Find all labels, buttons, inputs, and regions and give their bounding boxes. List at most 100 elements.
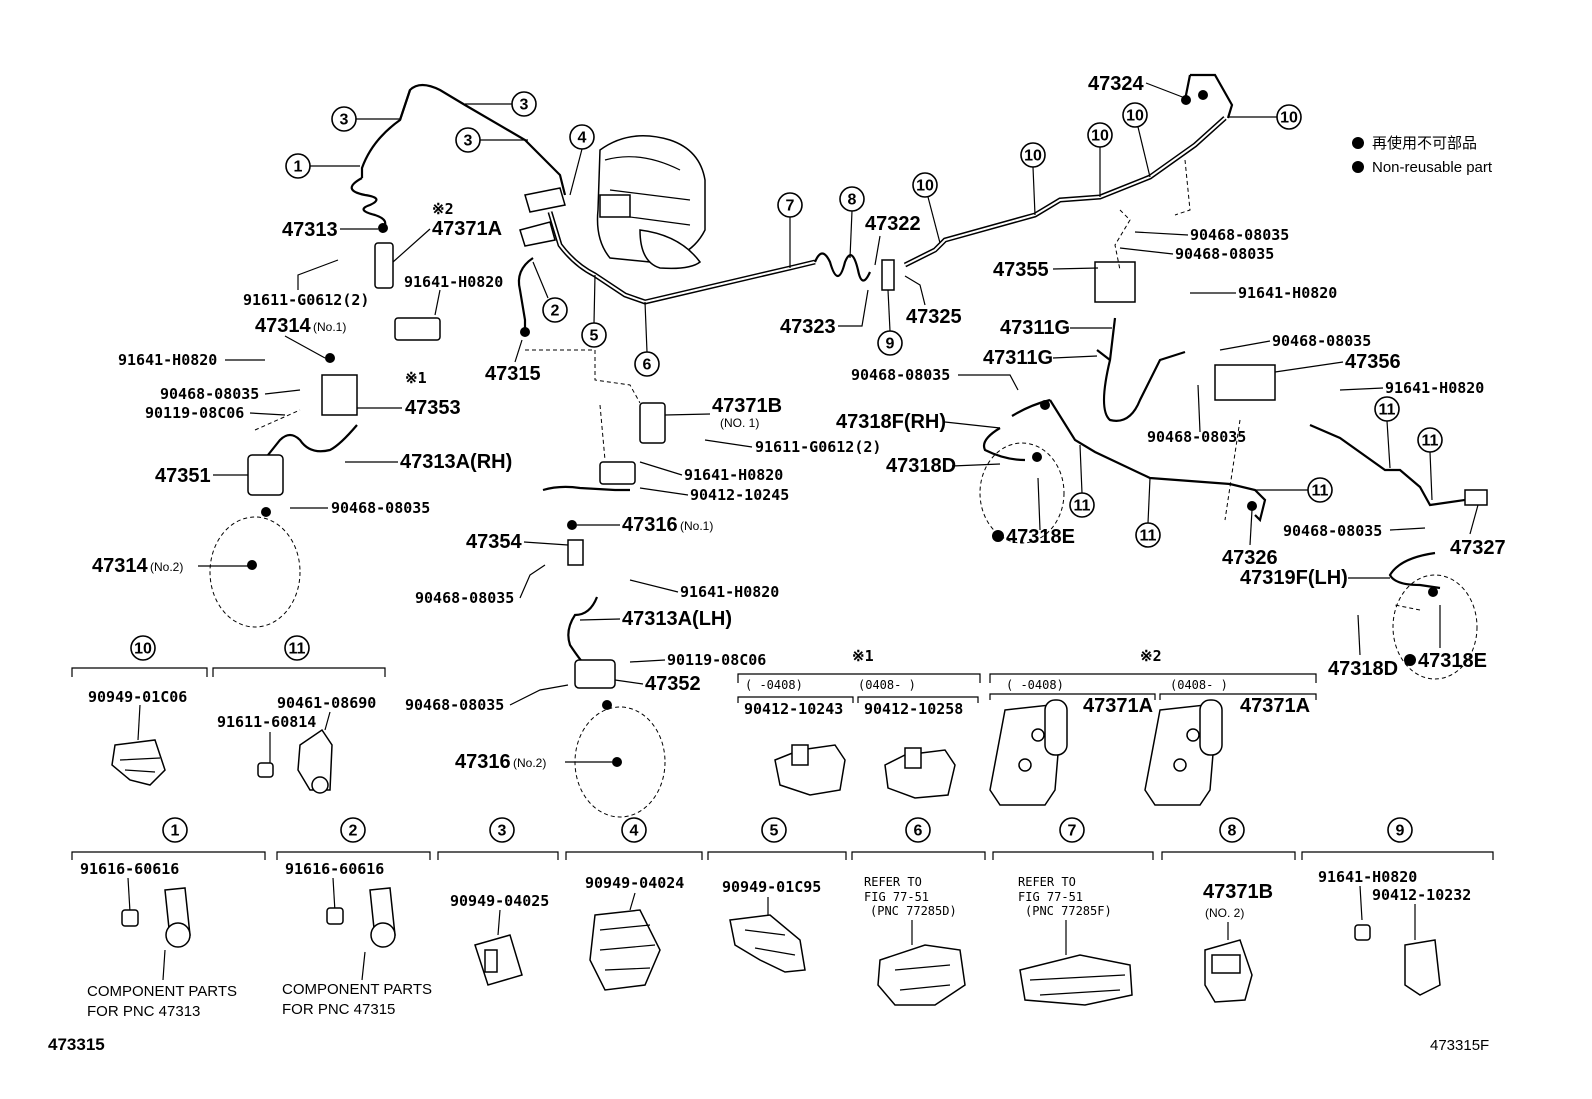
svg-text:1: 1 (294, 159, 303, 176)
label-90468-e: 90468-08035 (1190, 226, 1289, 244)
label-90412-10245: 90412-10245 (690, 486, 789, 504)
detail1-note-a: COMPONENT PARTS (87, 983, 237, 1000)
callout-9: 9 (877, 289, 903, 356)
svg-text:10: 10 (1024, 148, 1042, 165)
label-47355: 47355 (993, 259, 1049, 281)
svg-text:2: 2 (349, 823, 358, 840)
label-47318e-a: 47318E (1006, 526, 1075, 548)
master-cylinder-sketch (519, 135, 706, 270)
detail-m2-range-b: (0408- ) (1170, 678, 1228, 692)
callout-3c: 3 (455, 127, 528, 153)
svg-text:4: 4 (630, 823, 639, 840)
label-no1-a: (No.1) (313, 320, 346, 334)
detail-m2-part-a: 47371A (1083, 695, 1153, 717)
callout-7: 7 (777, 192, 803, 268)
label-no1-c: (No.1) (680, 519, 713, 533)
detail9-part-a: 91641-H0820 (1318, 868, 1417, 886)
callout-3b: 3 (465, 91, 537, 117)
detail-m1-marker: ※1 (852, 647, 874, 665)
label-90468-b: 90468-08035 (331, 499, 430, 517)
callout-4: 4 (569, 124, 595, 196)
detail7-ref-c: (PNC 77285F) (1025, 904, 1112, 918)
svg-text:6: 6 (643, 357, 652, 374)
svg-text:5: 5 (590, 328, 599, 345)
callout-11e: 11 (1417, 427, 1443, 501)
svg-text:9: 9 (886, 336, 895, 353)
label-90468-i: 90468-08035 (851, 366, 950, 384)
svg-text:10: 10 (1280, 110, 1298, 127)
svg-text:3: 3 (520, 97, 529, 114)
label-47311g-a: 47311G (1000, 317, 1070, 339)
callout-10b: 10 (1020, 142, 1046, 216)
label-47316-no2: 47316 (455, 751, 511, 773)
label-47314-no1: 47314 (255, 315, 311, 337)
callout-5: 5 (581, 274, 607, 348)
callout-2: 2 (532, 261, 568, 323)
svg-text:11: 11 (1312, 483, 1329, 500)
label-47371a-top: 47371A (432, 218, 502, 240)
label-91641-h0820-b: 91641-H0820 (118, 351, 217, 369)
detail1-note-b: FOR PNC 47313 (87, 1003, 200, 1020)
svg-text:8: 8 (1228, 823, 1237, 840)
label-47313a-rh: 47313A(RH) (400, 451, 512, 473)
detail3-part: 90949-04025 (450, 892, 549, 910)
label-47318e-b: 47318E (1418, 650, 1487, 672)
figure-code-right: 473315F (1430, 1037, 1489, 1054)
label-47325: 47325 (906, 306, 962, 328)
legend: 再使用不可部品 Non-reusable part (1352, 135, 1493, 176)
detail5-part: 90949-01C95 (722, 878, 821, 896)
svg-text:10: 10 (916, 178, 934, 195)
svg-text:10: 10 (1091, 128, 1109, 145)
label-47326: 47326 (1222, 547, 1278, 569)
detail-m1-range-a: ( -0408) (745, 678, 803, 692)
non-reusable-dot-icon (1352, 161, 1364, 173)
svg-text:6: 6 (914, 823, 923, 840)
part-labels: 4 7 3 1 3 ※2 47371A 91641-H0820 91611-G0612(… (92, 73, 1506, 773)
callout-11b: 11 (1135, 477, 1161, 548)
label-90119-a: 90119-08C06 (145, 404, 244, 422)
detail1-part: 91616-60616 (80, 860, 179, 878)
label-no2-a: (No.2) (150, 560, 183, 574)
label-47354: 47354 (466, 531, 522, 553)
svg-text:2: 2 (551, 303, 560, 320)
detail-m2-range-a: ( -0408) (1006, 678, 1064, 692)
label-91611-g0612-b: 91611-G0612(2) (755, 438, 881, 456)
label-90468-a: 90468-08035 (160, 385, 259, 403)
detail8-part: 47371B (1203, 881, 1273, 903)
svg-text:10: 10 (1126, 108, 1144, 125)
label-47356: 47356 (1345, 351, 1401, 373)
marker-2: ※2 (432, 200, 454, 218)
label-47322: 47322 (865, 213, 921, 235)
label-47316-no1: 47316 (622, 514, 678, 536)
svg-text:9: 9 (1396, 823, 1405, 840)
detail-m1-range-b: (0408- ) (858, 678, 916, 692)
label-47323: 47323 (780, 316, 836, 338)
label-47313a-lh: 47313A(LH) (622, 608, 732, 630)
svg-text:11: 11 (1074, 498, 1091, 515)
label-91641-h0820-f: 91641-H0820 (1385, 379, 1484, 397)
circled-callouts: 1 3 3 3 4 2 5 6 7 8 9 10 10 10 10 10 11 … (285, 91, 1443, 548)
non-reusable-markers (247, 90, 1438, 767)
detail6-ref-a: REFER TO (864, 875, 922, 889)
svg-text:11: 11 (1422, 433, 1439, 450)
svg-text:3: 3 (340, 112, 349, 129)
svg-text:11: 11 (289, 641, 306, 658)
label-47318d-b: 47318D (1328, 658, 1398, 680)
label-47318f-rh: 47318F(RH) (836, 411, 946, 433)
figure-code-left: 473315 (48, 1035, 105, 1054)
detail11-part-b: 91611-60814 (217, 713, 316, 731)
label-91641-h0820-d: 91641-H0820 (680, 583, 779, 601)
label-90468-h: 90468-08035 (1147, 428, 1246, 446)
svg-text:7: 7 (1068, 823, 1077, 840)
label-90468-f: 90468-08035 (1175, 245, 1274, 263)
callout-6: 6 (634, 301, 660, 377)
detail2-note-b: FOR PNC 47315 (282, 1001, 395, 1018)
detail7-ref-b: FIG 77-51 (1018, 890, 1083, 904)
label-47351: 47351 (155, 465, 211, 487)
detail6-ref-c: (PNC 77285D) (870, 904, 957, 918)
label-91641-h0820-a: 91641-H0820 (404, 273, 503, 291)
detail8-sub: (NO. 2) (1205, 906, 1244, 920)
detail2-part: 91616-60616 (285, 860, 384, 878)
label-47314-no2: 47314 (92, 555, 148, 577)
detail6-ref-b: FIG 77-51 (864, 890, 929, 904)
